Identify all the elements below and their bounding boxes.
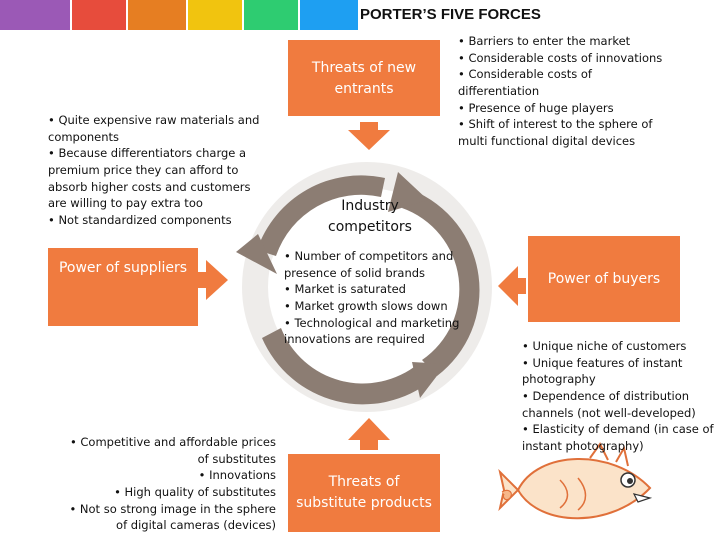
threats-substitute-products-box: Threats of substitute products <box>288 454 440 532</box>
new-entrants-factor: Barriers to enter the market <box>458 33 668 50</box>
arrow-right-suppliers <box>198 260 228 300</box>
new-entrants-factor: Considerable costs of differentiation <box>458 66 668 99</box>
substitutes-factor: High quality of substitutes <box>62 484 276 501</box>
cycle-arrowhead-left <box>236 234 277 274</box>
suppliers-factor: Because differentiators charge a premium… <box>48 145 260 212</box>
substitutes-factor: Competitive and affordable prices of sub… <box>62 434 276 467</box>
industry-factors: Number of competitors and presence of so… <box>284 248 460 348</box>
new-entrants-factor: Presence of huge players <box>458 100 668 117</box>
buyers-factor: Unique features of instant photography <box>522 355 714 388</box>
new-entrants-factor: Shift of interest to the sphere of multi… <box>458 116 668 149</box>
header-stripe-1 <box>0 0 70 30</box>
fish-icon <box>498 442 653 520</box>
header-stripe-6 <box>300 0 358 30</box>
threats-new-entrants-box: Threats of new entrants <box>288 40 440 116</box>
new-entrants-factor: Considerable costs of innovations <box>458 50 668 67</box>
buyers-factor: Unique niche of customers <box>522 338 714 355</box>
substitutes-factors: Competitive and affordable prices of sub… <box>62 434 276 534</box>
power-of-buyers-label: Power of buyers <box>547 270 661 287</box>
power-of-suppliers-label: Power of suppliers <box>58 260 188 276</box>
header-stripe-3 <box>128 0 186 30</box>
arrow-down-new-entrants <box>348 122 390 150</box>
industry-factor: Number of competitors and presence of so… <box>284 248 460 281</box>
threats-substitute-products-label: Threats of substitute products <box>296 474 432 511</box>
industry-competitors-label: Industry competitors <box>328 198 412 235</box>
header-stripe-5 <box>244 0 298 30</box>
cycle-arrowhead-top <box>388 172 428 212</box>
arrow-up-substitutes <box>348 418 390 450</box>
substitutes-factor: Not so strong image in the sphere of dig… <box>62 501 276 534</box>
substitutes-factor: Innovations <box>62 467 276 484</box>
arrow-left-buyers <box>498 266 526 306</box>
header-stripe-2 <box>72 0 126 30</box>
suppliers-factor: Not standardized components <box>48 212 260 229</box>
cycle-arrowhead-bottom <box>412 362 446 398</box>
industry-factor: Technological and marketing innovations … <box>284 315 460 348</box>
header-stripe-4 <box>188 0 242 30</box>
buyers-factor: Dependence of distribution channels (not… <box>522 388 714 421</box>
page-title: PORTER’S FIVE FORCES <box>360 6 541 23</box>
cycle-arc-right <box>402 190 480 376</box>
buyers-factors: Unique niche of customers Unique feature… <box>522 338 714 455</box>
suppliers-factor: Quite expensive raw materials and compon… <box>48 112 260 145</box>
suppliers-factors: Quite expensive raw materials and compon… <box>48 112 260 229</box>
threats-new-entrants-label: Threats of new entrants <box>311 60 417 97</box>
cycle-arc-bottom <box>262 328 432 405</box>
industry-factor: Market is saturated <box>284 281 460 298</box>
cycle-ring <box>236 162 492 412</box>
power-of-suppliers-box: Power of suppliers <box>48 248 198 326</box>
buyers-factor: Elasticity of demand (in case of instant… <box>522 421 714 454</box>
industry-factor: Market growth slows down <box>284 298 460 315</box>
cycle-arc-top-left <box>257 175 385 256</box>
new-entrants-factors: Barriers to enter the market Considerabl… <box>458 33 668 150</box>
power-of-buyers-box: Power of buyers <box>528 236 680 322</box>
